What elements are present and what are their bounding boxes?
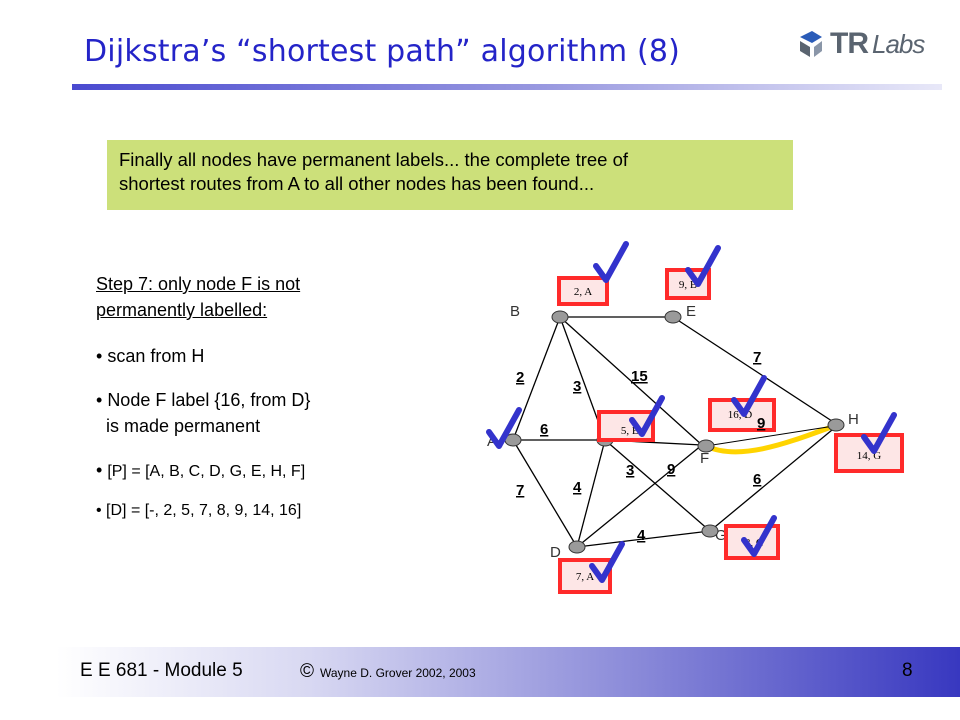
page-number: 8 bbox=[902, 660, 913, 681]
weight-ac: 6 bbox=[540, 421, 548, 438]
weight-bf: 15 bbox=[631, 368, 648, 385]
label-text-h: 14, G bbox=[857, 450, 882, 462]
weight-eh: 7 bbox=[753, 349, 761, 366]
label-text-d: 7, A bbox=[576, 571, 594, 583]
weight-bc: 3 bbox=[573, 378, 581, 395]
step-heading-line-1: Step 7: only node F is not bbox=[96, 274, 301, 294]
node-f bbox=[697, 439, 715, 453]
bullet-node-f-label: Node F label {16, from D} bbox=[96, 390, 310, 411]
weight-ab: 2 bbox=[516, 369, 524, 386]
label-box-g: 8, C bbox=[724, 524, 780, 560]
checkmark-e-icon bbox=[688, 248, 718, 284]
callout-line-2: shortest routes from A to all other node… bbox=[119, 173, 595, 194]
node-g bbox=[701, 524, 719, 538]
node-letter-g: G bbox=[715, 527, 727, 544]
edge-ab bbox=[512, 316, 561, 441]
route-highlight-f-h bbox=[703, 423, 837, 455]
bullet-d-set: [D] = [-, 2, 5, 7, 8, 9, 14, 16] bbox=[96, 502, 301, 520]
footer-copyright: © Wayne D. Grover 2002, 2003 bbox=[300, 661, 476, 683]
summary-callout: Finally all nodes have permanent labels.… bbox=[107, 140, 793, 210]
title-underline bbox=[72, 84, 942, 90]
edge-ad bbox=[512, 439, 578, 548]
node-letter-h: H bbox=[848, 411, 859, 428]
callout-line-1: Finally all nodes have permanent labels.… bbox=[119, 149, 629, 170]
bullet-scan-from-h: scan from H bbox=[96, 346, 204, 367]
label-box-h: 14, G bbox=[834, 433, 904, 473]
bullet-scan-text: scan from H bbox=[107, 346, 205, 366]
footer-author: Wayne D. Grover 2002, 2003 bbox=[320, 666, 476, 680]
weight-cf: 3 bbox=[626, 462, 634, 479]
edge-fh bbox=[705, 425, 835, 447]
footer-module: E E 681 - Module 5 bbox=[80, 660, 243, 681]
weight-ad: 7 bbox=[516, 482, 524, 499]
node-letter-b: B bbox=[510, 303, 520, 320]
weight-dg: 4 bbox=[637, 527, 646, 544]
footer-bar bbox=[56, 647, 960, 697]
copyright-symbol: © bbox=[300, 661, 314, 682]
weight-cd: 4 bbox=[573, 479, 582, 496]
trlabs-logo-icon bbox=[800, 31, 822, 57]
node-d bbox=[568, 540, 586, 554]
label-box-f: 16, D bbox=[708, 398, 776, 432]
node-letter-d: D bbox=[550, 544, 561, 561]
edge-eh bbox=[672, 316, 839, 426]
node-b bbox=[551, 310, 569, 324]
node-e bbox=[664, 310, 682, 324]
node-letter-f: F bbox=[700, 450, 709, 467]
edge-gh bbox=[709, 424, 839, 532]
step-heading-line-2: permanently labelled: bbox=[96, 300, 268, 320]
edge-dg bbox=[576, 530, 711, 548]
slide-title: Dijkstra’s “shortest path” algorithm (8) bbox=[84, 34, 681, 69]
weight-fh: 9 bbox=[757, 415, 765, 432]
weight-cg: 9 bbox=[667, 461, 675, 478]
bullet-node-f-continuation: is made permanent bbox=[106, 416, 261, 436]
graph-nodes bbox=[504, 310, 845, 554]
graph-edges bbox=[512, 316, 839, 548]
bullet-p-set: [P] = [A, B, C, D, G, E, H, F] bbox=[96, 460, 305, 481]
logo-text-tr: TR bbox=[830, 27, 869, 60]
label-box-c: 5, B bbox=[597, 410, 655, 442]
weight-gh: 6 bbox=[753, 471, 761, 488]
edge-df bbox=[576, 444, 703, 548]
edge-cg bbox=[604, 439, 711, 532]
edge-bf bbox=[559, 316, 703, 446]
d-set-text: [D] = [-, 2, 5, 7, 8, 9, 14, 16] bbox=[106, 502, 302, 519]
node-letter-a: A bbox=[487, 433, 497, 450]
logo-text-labs: Labs bbox=[872, 28, 925, 59]
node-letter-e: E bbox=[686, 303, 696, 320]
bullet-node-f-text: Node F label {16, from D} bbox=[107, 390, 311, 410]
label-box-b: 2, A bbox=[557, 276, 609, 306]
label-text-b: 2, A bbox=[574, 286, 592, 298]
label-text-e: 9, B bbox=[679, 279, 697, 291]
p-set-text: [P] = [A, B, C, D, G, E, H, F] bbox=[107, 463, 306, 480]
edge-cd bbox=[576, 439, 606, 548]
node-h bbox=[827, 418, 845, 432]
checkmark-b-icon bbox=[596, 244, 626, 280]
